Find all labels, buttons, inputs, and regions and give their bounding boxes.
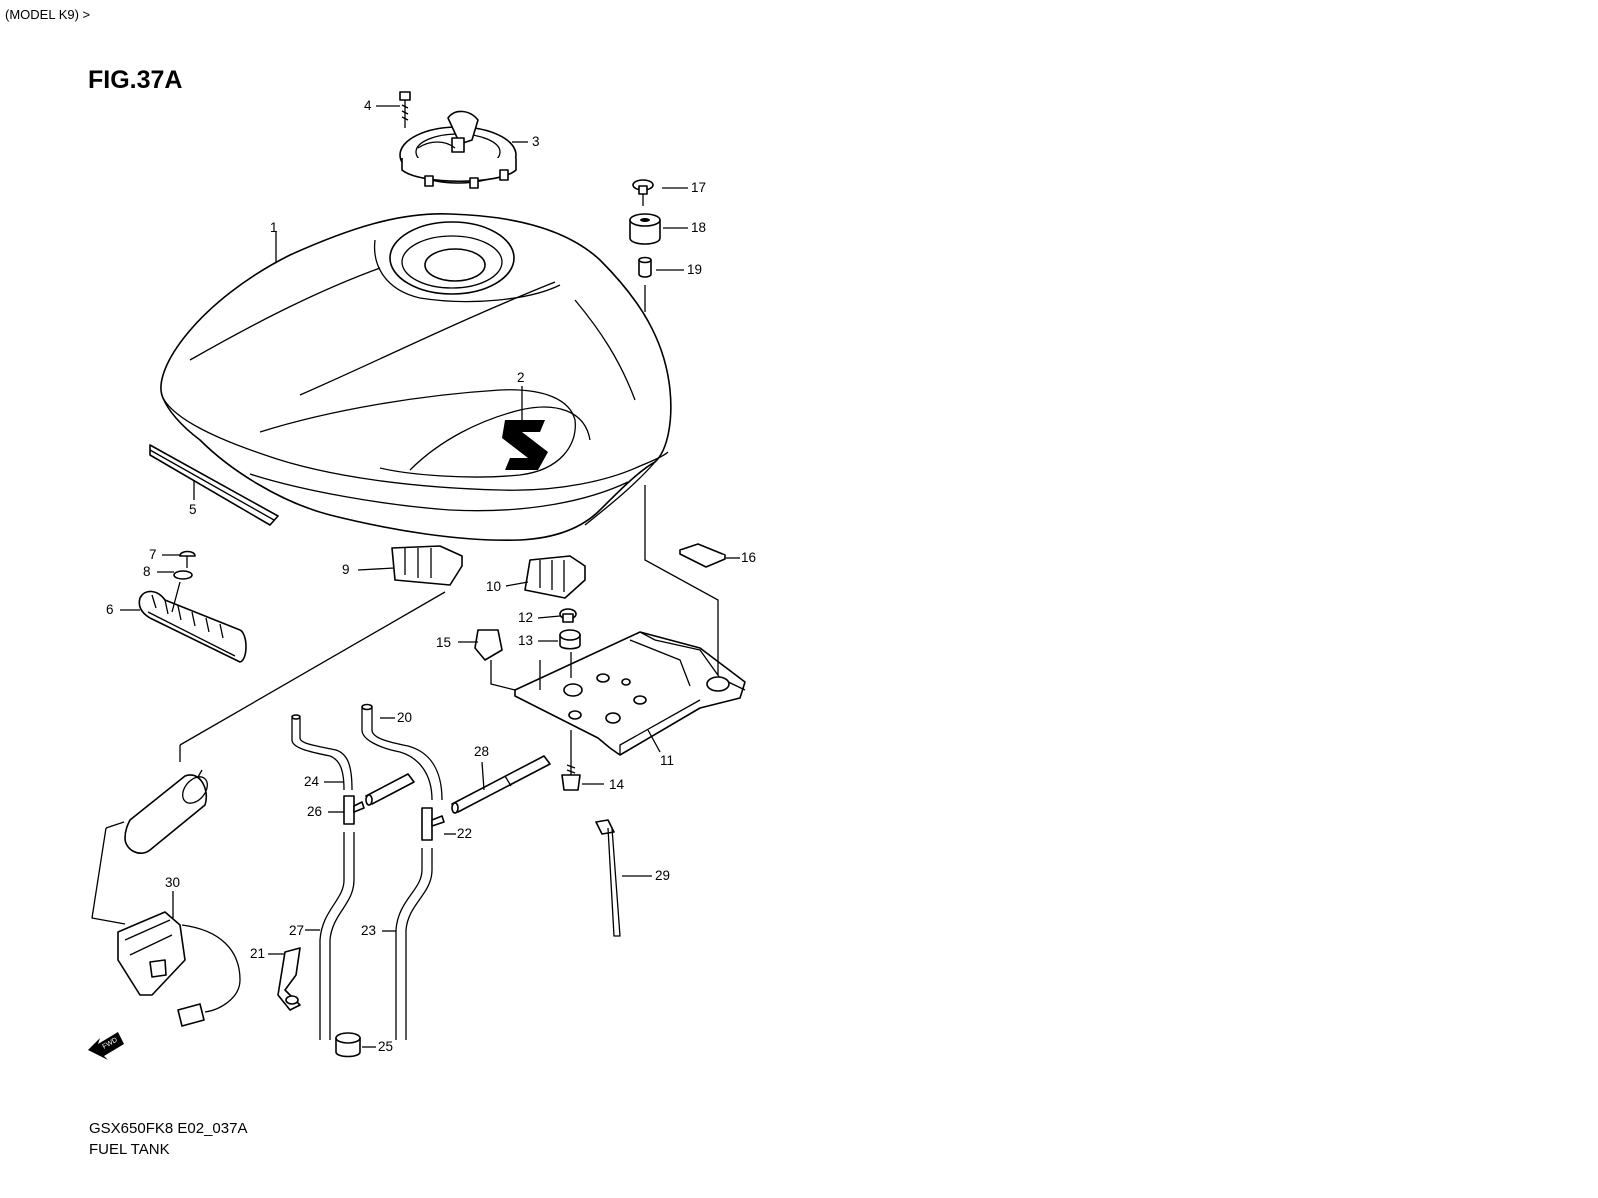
clamp-tie-29-shape[interactable] [595, 819, 621, 937]
label-part-6[interactable]: 6 [106, 602, 114, 617]
fuel-level-gauge-shape[interactable] [91, 769, 241, 1027]
cushion-10-shape[interactable] [524, 555, 586, 599]
cap-15-shape[interactable] [474, 629, 503, 661]
cushion-13-shape[interactable] [559, 629, 581, 650]
part-labels: 1 2 3 4 5 6 7 8 9 10 11 12 13 14 15 16 1… [106, 98, 756, 1054]
label-part-24[interactable]: 24 [304, 774, 320, 789]
figure-code: GSX650FK8 E02_037A [89, 1120, 248, 1137]
hose-28-shape[interactable] [451, 755, 551, 814]
fuel-cap-shape[interactable] [399, 110, 517, 189]
label-part-11[interactable]: 11 [660, 753, 674, 768]
hose-24-shape[interactable] [291, 714, 353, 791]
label-part-2[interactable]: 2 [517, 370, 525, 385]
label-part-1[interactable]: 1 [270, 220, 278, 235]
joint-22-shape[interactable] [421, 807, 445, 841]
label-part-14[interactable]: 14 [609, 777, 625, 792]
label-part-20[interactable]: 20 [397, 710, 412, 725]
bolt-17-shape[interactable] [632, 179, 654, 206]
forward-arrow-icon: FWD [88, 1032, 124, 1060]
fuel-tank-shape[interactable] [160, 213, 672, 542]
label-part-7[interactable]: 7 [149, 547, 157, 562]
label-part-9[interactable]: 9 [342, 562, 350, 577]
label-part-12[interactable]: 12 [518, 610, 533, 625]
label-part-19[interactable]: 19 [687, 262, 702, 277]
short-hose-shape[interactable] [365, 773, 415, 806]
bolt-shape[interactable] [179, 550, 196, 569]
label-part-29[interactable]: 29 [655, 868, 670, 883]
screw-shape[interactable] [399, 91, 411, 128]
pad-16-shape[interactable] [679, 543, 726, 568]
label-part-25[interactable]: 25 [378, 1039, 393, 1054]
mount-plate-shape[interactable] [514, 631, 746, 756]
collar-19-shape[interactable] [638, 256, 652, 278]
label-part-28[interactable]: 28 [474, 744, 489, 759]
label-part-16[interactable]: 16 [741, 550, 756, 565]
label-part-4[interactable]: 4 [364, 98, 372, 113]
bolt-14-shape[interactable] [561, 764, 581, 791]
leader-lines [120, 105, 740, 1048]
label-part-8[interactable]: 8 [143, 564, 151, 579]
cushion-strip-shape[interactable] [149, 444, 279, 526]
label-part-18[interactable]: 18 [691, 220, 706, 235]
hose-27-shape[interactable] [319, 832, 355, 1040]
joint-26-shape[interactable] [343, 795, 365, 825]
label-part-13[interactable]: 13 [518, 633, 533, 648]
model-header: (MODEL K9) > [5, 7, 91, 22]
label-part-27[interactable]: 27 [289, 923, 304, 938]
label-part-5[interactable]: 5 [189, 502, 197, 517]
cushion-18-shape[interactable] [629, 213, 661, 245]
hose-23-shape[interactable] [395, 848, 433, 1040]
clamp-21-shape[interactable] [277, 947, 301, 1011]
label-part-30[interactable]: 30 [165, 875, 180, 890]
label-part-3[interactable]: 3 [532, 134, 540, 149]
figure-name: FUEL TANK [89, 1141, 170, 1158]
hose-20-shape[interactable] [361, 703, 443, 801]
label-part-26[interactable]: 26 [307, 804, 322, 819]
clamp-25-shape[interactable] [335, 1032, 361, 1058]
label-part-15[interactable]: 15 [436, 635, 451, 650]
label-part-17[interactable]: 17 [691, 180, 706, 195]
washer-shape[interactable] [173, 570, 193, 580]
rear-bracket-shape[interactable] [138, 590, 247, 663]
label-part-10[interactable]: 10 [486, 579, 501, 594]
label-part-21[interactable]: 21 [250, 946, 265, 961]
label-part-23[interactable]: 23 [361, 923, 376, 938]
figure-title: FIG.37A [88, 66, 183, 94]
cushion-9-shape[interactable] [391, 545, 463, 586]
label-part-22[interactable]: 22 [457, 826, 472, 841]
bolt-12-shape[interactable] [559, 608, 577, 623]
